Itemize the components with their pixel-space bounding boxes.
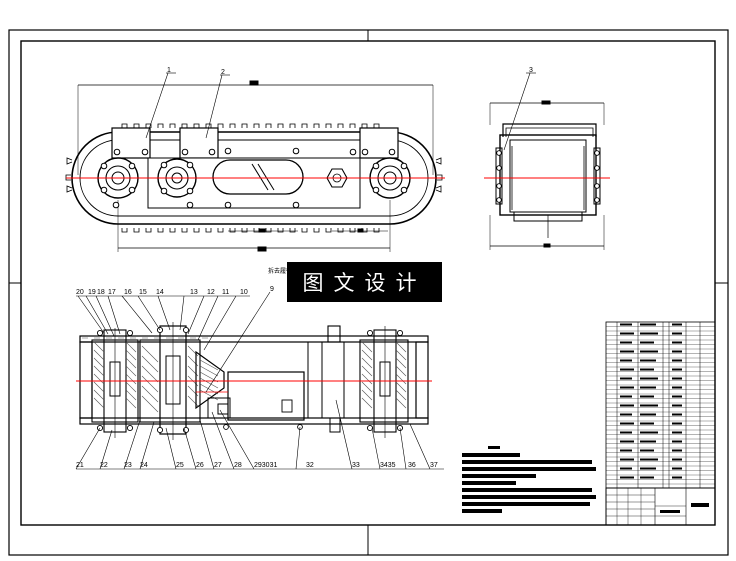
callout-32: 32 [306,462,314,469]
callout-17: 17 [108,289,116,296]
callout-24: 24 [140,462,148,469]
callout-33: 33 [352,462,360,469]
callout-16: 16 [124,289,132,296]
watermark-banner: 图文设计 [287,262,442,302]
callout-9: 9 [270,286,274,293]
callout-19: 19 [88,289,96,296]
callout-14: 14 [156,289,164,296]
callout-27: 27 [214,462,222,469]
callout-12: 12 [207,289,215,296]
track-end-view [484,100,610,250]
callout-15: 15 [139,289,147,296]
callout-labels: 1 2 3 20 19 18 17 16 15 14 13 12 11 10 9… [76,67,533,469]
callout-28: 28 [234,462,242,469]
callout-26: 26 [196,462,204,469]
callout-11: 11 [222,289,229,296]
callout-23: 23 [124,462,132,469]
parts-list-table [605,321,716,489]
callout-37: 37 [430,462,438,469]
callout-36: 36 [408,462,416,469]
frame-ticks [9,30,728,555]
callout-leaders [75,72,536,470]
callout-1: 1 [167,67,171,74]
technical-notes [462,446,596,513]
callout-13: 13 [190,289,198,296]
callout-2: 2 [221,69,225,76]
track-side-view [65,80,445,252]
title-block [605,487,716,526]
callout-20: 20 [76,289,84,296]
callout-18: 18 [97,289,105,296]
callout-21: 21 [76,462,84,469]
callout-25: 25 [176,462,184,469]
callout-3: 3 [529,67,533,74]
callout-293031: 293031 [254,462,277,469]
view-caption: 拆去履带 [268,267,292,275]
callout-10: 10 [240,289,248,296]
callout-3435: 3435 [380,462,396,469]
section-view [76,322,432,440]
callout-22: 22 [100,462,108,469]
